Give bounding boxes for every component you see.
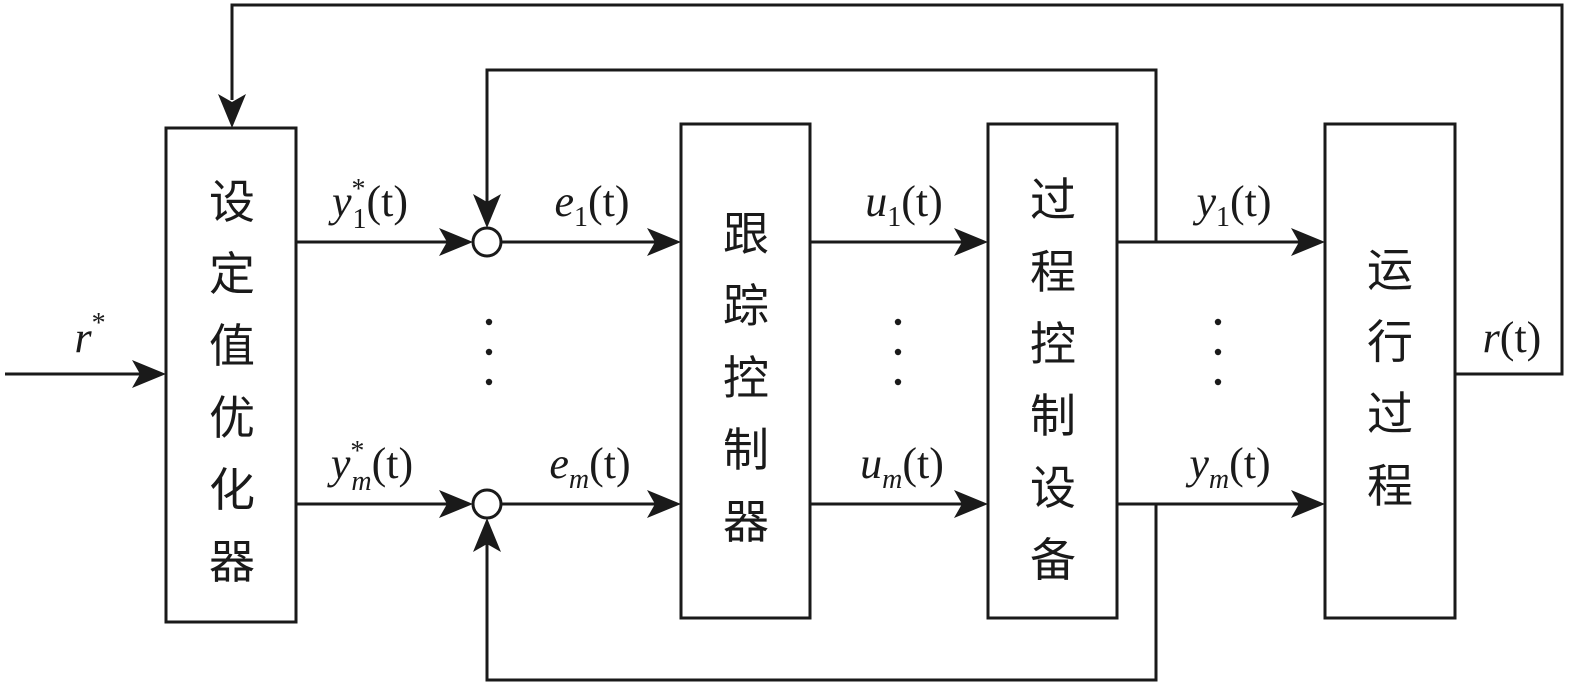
label-um: um(t) — [860, 439, 944, 495]
ellipsis-junctions — [485, 318, 493, 386]
process-control-equipment-block — [986, 122, 1119, 620]
process-control-equipment-label: 过 程 控 制 设 备 — [1030, 173, 1076, 587]
operation-process-char: 行 — [1367, 315, 1413, 369]
feedback-ym-line — [485, 504, 1158, 682]
operation-process-char: 程 — [1367, 459, 1413, 513]
process-control-equipment-char: 设 — [1030, 461, 1076, 515]
operation-process-char: 过 — [1367, 387, 1413, 441]
y1-arrowhead — [1291, 228, 1325, 256]
label-y1-star: y*1(t) — [328, 174, 408, 235]
um-arrowhead — [954, 490, 988, 518]
setpoint-optimizer-char: 优 — [209, 391, 255, 445]
tracking-controller-char: 踪 — [723, 279, 769, 333]
setpoint-optimizer-label: 设 定 值 优 化 器 — [209, 175, 255, 589]
e1-arrowhead — [647, 228, 681, 256]
label-u1: u1(t) — [865, 177, 943, 233]
ellipsis-outputs — [1214, 318, 1222, 386]
setpoint-optimizer-char: 值 — [209, 319, 255, 373]
label-y1: y1(t) — [1192, 177, 1271, 233]
feedback-y1-arrowhead — [473, 194, 501, 228]
label-ym: ym(t) — [1185, 439, 1270, 495]
label-r-star: r* — [74, 308, 105, 362]
ym-arrowhead — [1291, 490, 1325, 518]
y1-star-arrowhead — [439, 228, 473, 256]
process-control-equipment-char: 备 — [1030, 533, 1076, 587]
summing-junction-m — [471, 488, 503, 520]
operation-process-block — [1323, 122, 1457, 620]
u1-arrowhead — [954, 228, 988, 256]
ym-star-arrowhead — [439, 490, 473, 518]
setpoint-optimizer-char: 设 — [209, 175, 255, 229]
feedback-r-arrowhead — [218, 94, 246, 128]
tracking-controller-char: 控 — [723, 351, 769, 405]
summing-junction-1 — [471, 226, 503, 258]
process-control-equipment-char: 程 — [1030, 245, 1076, 299]
ellipsis-controls — [894, 318, 902, 386]
tracking-controller-block — [679, 122, 812, 620]
setpoint-optimizer-char: 器 — [209, 535, 255, 589]
label-em: em(t) — [549, 439, 630, 495]
label-ym-star: y*m(t) — [327, 436, 413, 497]
tracking-controller-char: 跟 — [723, 207, 769, 261]
label-e1: e1(t) — [554, 177, 629, 233]
operation-process-char: 运 — [1367, 243, 1413, 297]
feedback-y1-line — [485, 68, 1158, 242]
tracking-controller-char: 制 — [723, 423, 769, 477]
setpoint-optimizer-char: 定 — [209, 247, 255, 301]
setpoint-optimizer-char: 化 — [209, 463, 255, 517]
input-r-star-arrowhead — [132, 360, 166, 388]
feedback-r-line — [230, 3, 1564, 376]
em-arrowhead — [647, 490, 681, 518]
process-control-equipment-char: 制 — [1030, 389, 1076, 443]
feedback-ym-arrowhead — [473, 518, 501, 552]
process-control-equipment-char: 过 — [1030, 173, 1076, 227]
process-control-equipment-char: 控 — [1030, 317, 1076, 371]
tracking-controller-label: 跟 踪 控 制 器 — [723, 207, 769, 549]
operation-process-label: 运 行 过 程 — [1367, 243, 1413, 513]
setpoint-optimizer-block — [164, 126, 298, 624]
label-r-t: r(t) — [1483, 313, 1542, 362]
tracking-controller-char: 器 — [723, 495, 769, 549]
